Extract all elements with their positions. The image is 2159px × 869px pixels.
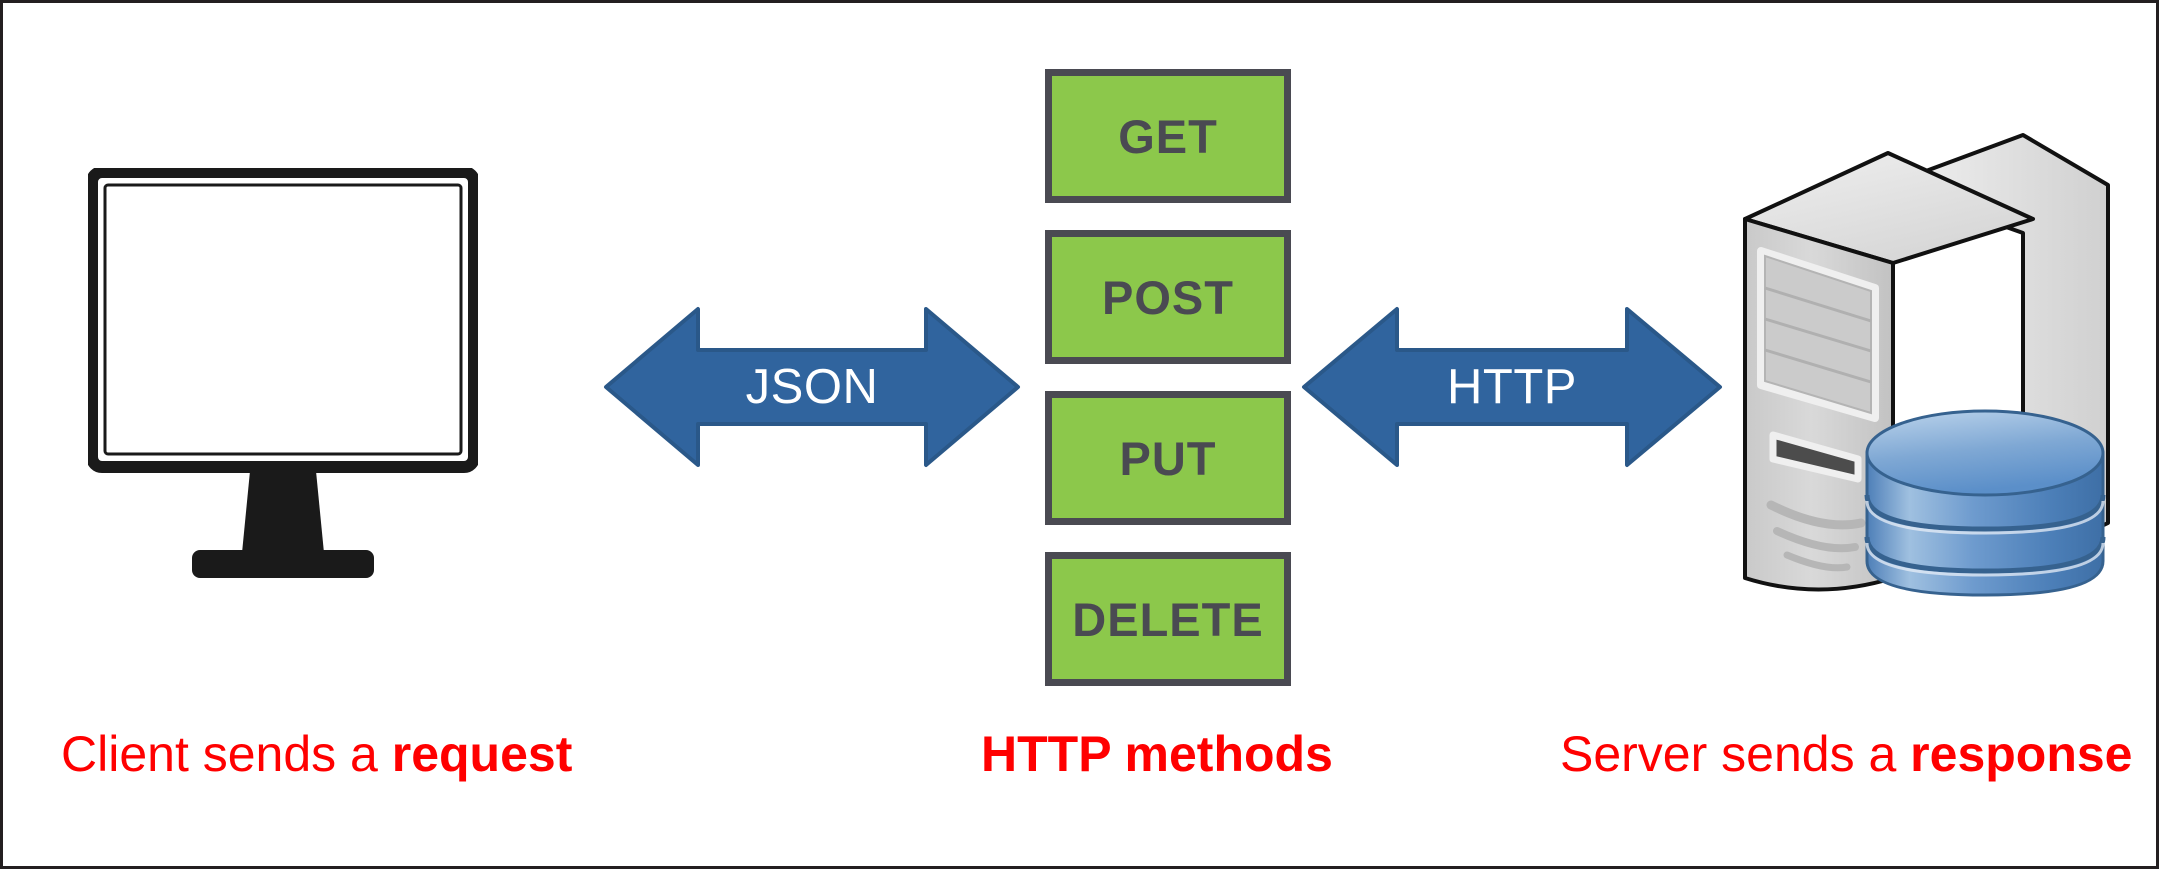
server-icon — [1703, 123, 2123, 603]
server-tower-with-database-icon — [1743, 133, 2110, 597]
database-cylinder-icon — [1864, 409, 2106, 597]
caption-server: Server sends a response — [1560, 729, 2133, 779]
method-label-post: POST — [1102, 270, 1234, 324]
http-methods-list: GET POST PUT DELETE — [1045, 69, 1291, 686]
caption-http-methods: HTTP methods — [981, 726, 1333, 782]
caption-server-plain: Server sends a — [1560, 726, 1911, 782]
desktop-monitor-icon — [88, 168, 478, 578]
http-arrow: HTTP — [1301, 306, 1723, 468]
json-arrow: JSON — [603, 306, 1021, 468]
method-box-get[interactable]: GET — [1045, 69, 1291, 203]
method-box-post[interactable]: POST — [1045, 230, 1291, 364]
method-box-put[interactable]: PUT — [1045, 391, 1291, 525]
client-monitor — [88, 168, 478, 593]
method-box-delete[interactable]: DELETE — [1045, 552, 1291, 686]
method-label-get: GET — [1118, 109, 1218, 163]
caption-client-plain: Client sends a — [61, 726, 392, 782]
method-label-delete: DELETE — [1072, 592, 1264, 646]
caption-server-emphasis: response — [1910, 726, 2133, 782]
method-label-put: PUT — [1119, 431, 1217, 485]
caption-client: Client sends a request — [61, 729, 572, 779]
caption-client-emphasis: request — [391, 726, 573, 782]
